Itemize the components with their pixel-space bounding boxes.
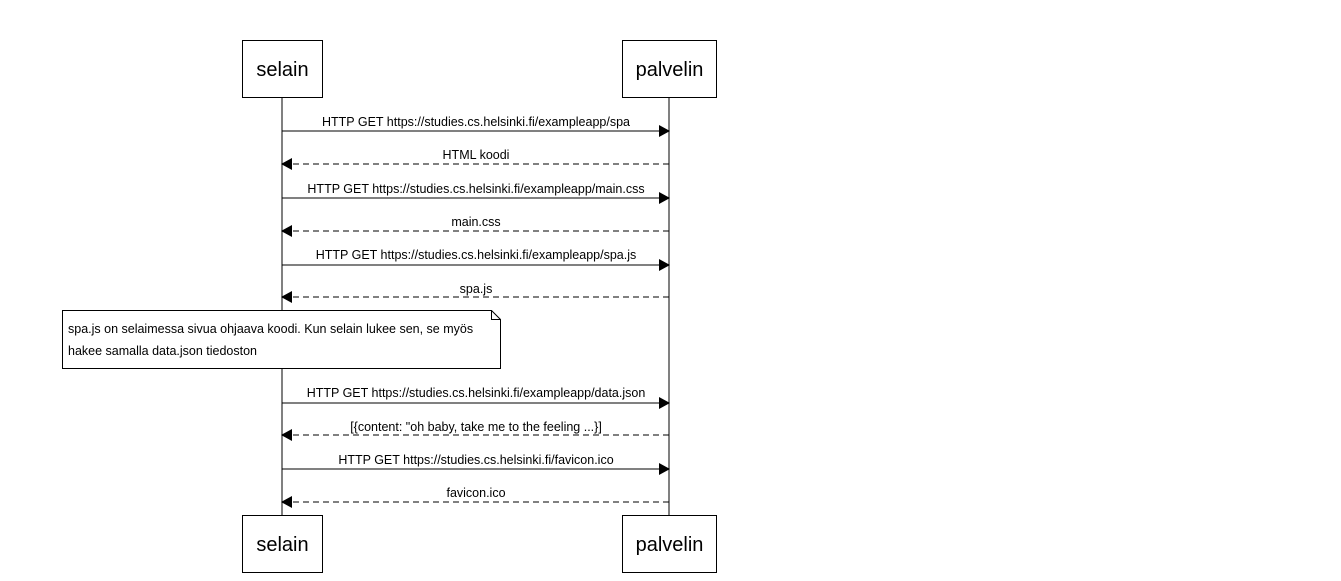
participant-bottom-palvelin: palvelin bbox=[622, 515, 717, 573]
message-label: HTTP GET https://studies.cs.helsinki.fi/… bbox=[307, 182, 644, 196]
message-label: HTTP GET https://studies.cs.helsinki.fi/… bbox=[338, 453, 613, 467]
message-3: HTTP GET https://studies.cs.helsinki.fi/… bbox=[282, 182, 670, 204]
participant-top-palvelin: palvelin bbox=[622, 40, 717, 98]
message-7: HTTP GET https://studies.cs.helsinki.fi/… bbox=[282, 386, 670, 409]
message-8: [{content: "oh baby, take me to the feel… bbox=[281, 420, 669, 441]
message-label: HTTP GET https://studies.cs.helsinki.fi/… bbox=[307, 386, 646, 400]
participant-top-selain: selain bbox=[242, 40, 323, 98]
message-5: HTTP GET https://studies.cs.helsinki.fi/… bbox=[282, 248, 670, 271]
message-label: [{content: "oh baby, take me to the feel… bbox=[350, 420, 602, 434]
note: spa.js on selaimessa sivua ohjaava koodi… bbox=[62, 310, 501, 369]
note-line: hakee samalla data.json tiedoston bbox=[68, 344, 257, 358]
message-10: favicon.ico bbox=[281, 486, 669, 508]
message-6: spa.js bbox=[281, 282, 669, 303]
participant-bottom-selain: selain bbox=[242, 515, 323, 573]
message-label: HTTP GET https://studies.cs.helsinki.fi/… bbox=[322, 115, 630, 129]
message-label: HTTP GET https://studies.cs.helsinki.fi/… bbox=[316, 248, 637, 262]
message-label: HTML koodi bbox=[443, 148, 510, 162]
message-4: main.css bbox=[281, 215, 669, 237]
participant-label: palvelin bbox=[636, 534, 704, 556]
participant-label: palvelin bbox=[636, 59, 704, 81]
participant-label: selain bbox=[256, 534, 308, 556]
message-label: main.css bbox=[451, 215, 500, 229]
note-line: spa.js on selaimessa sivua ohjaava koodi… bbox=[68, 322, 473, 336]
message-label: favicon.ico bbox=[446, 486, 505, 500]
message-1: HTTP GET https://studies.cs.helsinki.fi/… bbox=[282, 115, 670, 137]
message-9: HTTP GET https://studies.cs.helsinki.fi/… bbox=[282, 453, 670, 475]
message-2: HTML koodi bbox=[281, 148, 669, 170]
participant-label: selain bbox=[256, 59, 308, 81]
message-label: spa.js bbox=[460, 282, 493, 296]
